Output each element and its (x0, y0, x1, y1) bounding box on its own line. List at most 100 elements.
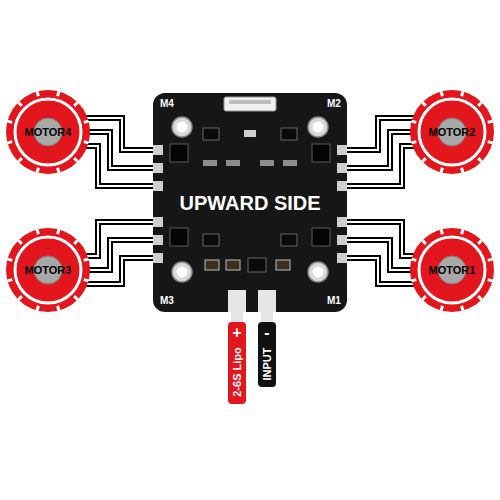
plug-pins (229, 100, 271, 104)
mount-hole (177, 122, 188, 133)
motor-slot (18, 296, 22, 300)
motor-pad (153, 145, 163, 155)
wire-outline (84, 132, 153, 168)
motor-wires (84, 222, 153, 284)
motor-name: MOTOR4 (25, 126, 72, 139)
motor-bell (410, 90, 494, 174)
polarity-sign: + (232, 325, 241, 341)
motor-slot (478, 240, 482, 244)
driver-chip (203, 128, 219, 140)
resistor (260, 160, 274, 166)
wire-core (347, 146, 416, 186)
motor-slot (84, 142, 89, 143)
mount-hole (172, 117, 192, 137)
driver-chip (203, 234, 219, 246)
resistor (283, 160, 297, 166)
board-pcb (153, 93, 347, 312)
power-lead: -INPUT (258, 322, 276, 387)
motor-pad (337, 235, 347, 245)
motor-pad (153, 235, 163, 245)
motor-slot (18, 102, 22, 106)
motor-slot (488, 259, 493, 260)
mount-hole (313, 122, 324, 133)
motor-pad (337, 181, 347, 191)
mosfet-chip (312, 228, 330, 246)
lead-label-holder: 2-6S Lipo (231, 346, 244, 398)
polarity-sign: - (264, 325, 269, 341)
motor-bell (410, 228, 494, 312)
motor-ring (419, 237, 485, 303)
motor-wires (84, 118, 153, 186)
resistor (203, 160, 217, 166)
motor-ring (15, 99, 81, 165)
motor-slot (422, 158, 426, 162)
motor-slot (37, 306, 38, 311)
motor-name: MOTOR1 (429, 264, 476, 277)
plug-connector (224, 97, 276, 111)
mosfet-chip (170, 144, 188, 162)
motor-slot (7, 121, 12, 122)
motor-slot (478, 158, 482, 162)
motor-slot (441, 229, 442, 234)
motor-slot (422, 102, 426, 106)
motor-slot (488, 280, 493, 281)
motor-slot (37, 91, 38, 96)
wire-core (347, 132, 416, 168)
power-lead: +2-6S Lipo (228, 322, 246, 404)
mosfet-chip (312, 144, 330, 162)
resistor (226, 160, 240, 166)
power-pad (258, 290, 276, 312)
motor-slot (7, 259, 12, 260)
motor-pad (153, 217, 163, 227)
mount-hole (308, 117, 328, 137)
motor-circle: MOTOR4 (4, 88, 92, 176)
motor-pad-label: M4 (160, 98, 174, 109)
motor-slot (422, 240, 426, 244)
motor-pad (337, 145, 347, 155)
motor-slot (74, 240, 78, 244)
motor-pad (153, 253, 163, 263)
motor-pad (153, 163, 163, 173)
wire-core (84, 222, 153, 256)
wire-core (84, 132, 153, 168)
motor-slot (37, 229, 38, 234)
motor-slot (37, 168, 38, 173)
wire-outline (84, 146, 153, 186)
driver-chip (281, 128, 297, 140)
mount-hole (313, 267, 324, 278)
lead-label: 2-6S Lipo (231, 347, 244, 397)
wire-outline (347, 132, 416, 168)
motor-name: MOTOR2 (429, 126, 476, 139)
motor-pad (337, 163, 347, 173)
wire-core (347, 222, 416, 256)
motor-slot (58, 168, 59, 173)
capacitor (276, 260, 290, 270)
wire-outline (84, 222, 153, 256)
motor-slot (18, 158, 22, 162)
motor-slot (84, 259, 89, 260)
motor-circle: MOTOR3 (4, 226, 92, 314)
capacitor (226, 260, 240, 270)
regulator-chip (248, 258, 266, 272)
motor-slot (422, 296, 426, 300)
motor-slot (74, 296, 78, 300)
motor-slot (18, 240, 22, 244)
driver-chip (281, 234, 297, 246)
motor-slot (478, 296, 482, 300)
motor-slot (74, 158, 78, 162)
motor-slot (411, 280, 416, 281)
motor-pad-label: M1 (327, 295, 341, 306)
capacitor (205, 260, 219, 270)
motor-slot (74, 102, 78, 106)
motor-slot (441, 91, 442, 96)
motor-bell (6, 90, 90, 174)
motor-slot (441, 168, 442, 173)
motor-slot (58, 91, 59, 96)
motor-slot (7, 280, 12, 281)
esc-board: UPWARD SIDE (153, 93, 347, 312)
mount-hole (308, 262, 328, 282)
mount-hole (177, 267, 188, 278)
motor-pad-label: M2 (327, 98, 341, 109)
mosfet-chip (170, 228, 188, 246)
